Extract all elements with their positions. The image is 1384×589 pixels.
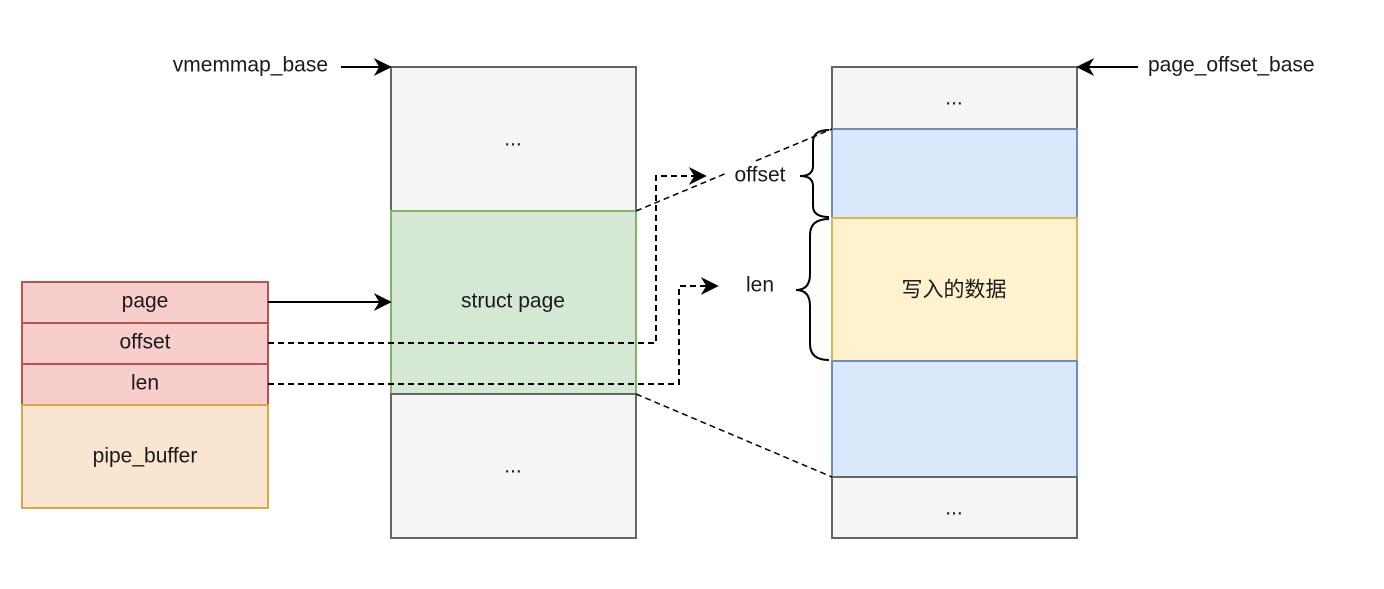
pipe-field-offset	[21, 322, 269, 365]
pipe-field-len-label: len	[131, 372, 159, 395]
page-bottom-cell	[831, 476, 1078, 539]
pipe-field-page-label: page	[122, 290, 169, 313]
vmemmap-top-ellipsis: ...	[504, 128, 522, 151]
pipe-buffer-name: pipe_buffer	[93, 445, 198, 468]
page-top-cell	[831, 66, 1078, 130]
vmemmap-base-label: vmemmap_base	[173, 54, 328, 77]
struct-page-label: struct page	[461, 290, 565, 313]
len-brace-label: len	[746, 274, 774, 297]
vmemmap-column: ... struct page ...	[390, 66, 637, 539]
projection-line-top	[635, 128, 833, 212]
vmemmap-top-cell	[390, 66, 637, 212]
vmemmap-bottom-cell	[390, 393, 637, 539]
page-top-ellipsis: ...	[945, 87, 963, 110]
struct-page-cell	[390, 210, 637, 395]
page-offset-base-pointer: page_offset_base	[1076, 54, 1315, 77]
vmemmap-bottom-ellipsis: ...	[504, 455, 522, 478]
offset-brace	[799, 129, 830, 218]
page-offset-region	[831, 128, 1078, 219]
pipe-field-offset-label: offset	[120, 331, 171, 354]
offset-connector	[268, 167, 707, 344]
pipe-buffer-struct: page offset len pipe_buffer	[21, 281, 269, 509]
written-data-label: 写入的数据	[902, 279, 1007, 302]
offset-label-backdrop	[727, 162, 793, 190]
len-connector	[268, 277, 719, 385]
offset-brace-group: offset	[727, 129, 830, 218]
page-offset-base-label: page_offset_base	[1148, 54, 1315, 77]
page-memory-column: ... 写入的数据 ...	[831, 66, 1078, 539]
page-bottom-ellipsis: ...	[945, 497, 963, 520]
projection-line-bottom	[635, 393, 833, 478]
pipe-buffer-body	[21, 404, 269, 509]
offset-brace-label: offset	[735, 164, 786, 187]
len-brace-group: len	[746, 218, 830, 361]
page-tail-region	[831, 360, 1078, 478]
vmemmap-base-pointer: vmemmap_base	[173, 54, 392, 77]
len-brace	[795, 218, 830, 361]
pipe-field-page	[21, 281, 269, 324]
